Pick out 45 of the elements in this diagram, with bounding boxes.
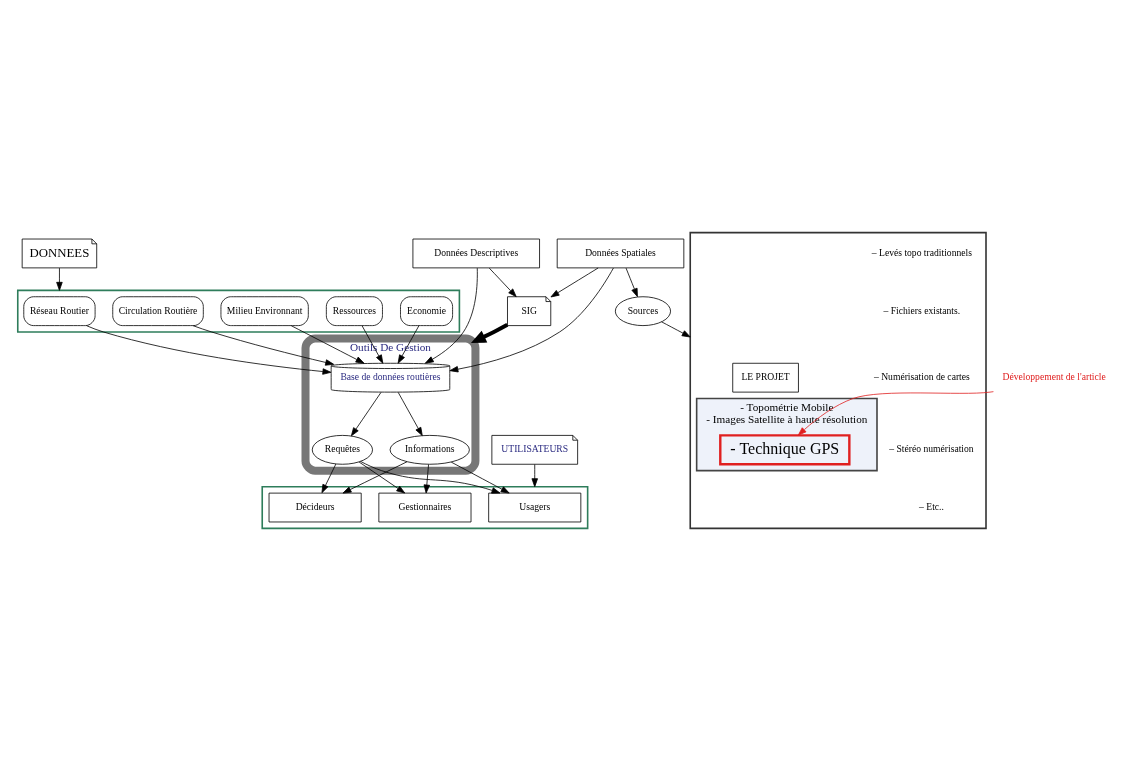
arrow [470,322,509,343]
node-box: Données Descriptives [412,238,540,268]
arrow [360,460,501,494]
label: – Stéréo numérisation [889,442,974,454]
arrow [423,463,430,493]
arrow [358,461,406,493]
label: – Etc.. [919,500,944,512]
node-box: Données Spatiales [556,238,685,268]
arrow [192,324,335,366]
node-box: Gestionnaires [378,492,472,522]
arrow [449,267,614,372]
node-box: Milieu Environnant [220,295,309,326]
arrow [321,463,337,493]
arrow [56,267,63,291]
node-box: Usagers [488,492,582,522]
arrow [450,461,510,493]
arrow [625,267,638,297]
node-box: Décideurs [268,492,362,522]
cluster [16,289,461,333]
arrow [424,267,478,364]
node-box: Circulation Routière [112,295,204,326]
node-ellipse: Informations [389,434,470,465]
node-box: Economie [400,295,453,326]
arrow [350,391,382,436]
node-box: - Technique GPS [719,433,851,465]
label: – Levés topo traditionnels [871,246,972,258]
node-text: Développement de l'article [1002,370,1106,382]
arrow [531,463,538,487]
arrow [397,391,423,436]
cluster [689,231,987,529]
arrow [550,267,599,297]
node-ellipse: Sources [614,295,671,326]
arrow [86,324,332,375]
label: – Fichiers existants. [883,304,961,316]
arrow [290,324,365,364]
node-box: LE PROJET [732,362,799,392]
node-ellipse: Requêtes [311,434,373,465]
label: – Numérisation de cartes [873,370,970,382]
arrow [488,267,517,297]
node-box: Réseau Routier [23,295,96,326]
arrow [361,324,384,364]
arrow [342,460,408,493]
arrow [797,390,994,436]
node-box: Ressources [325,295,383,326]
arrow [661,320,691,337]
